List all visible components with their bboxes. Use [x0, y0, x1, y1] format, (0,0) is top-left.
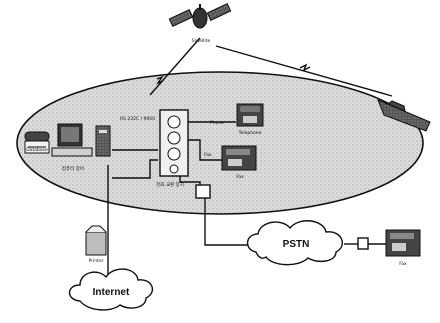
- database-label: Database: [26, 147, 48, 153]
- fax-icon: [221, 145, 257, 171]
- fax-unit-label: Fax: [236, 174, 244, 180]
- exchange-label: 전화 교환 장치: [156, 181, 184, 188]
- satellite-links: [149, 37, 393, 97]
- workstation-label: 컴퓨터 장비: [62, 165, 84, 172]
- internet-label: Internet: [93, 287, 130, 298]
- printer-label: Printer: [89, 258, 104, 264]
- computer-icon: [51, 123, 111, 157]
- modem-label: RS 232C / 9600: [120, 116, 155, 122]
- remote-junction-box-icon: [357, 237, 369, 250]
- junction-box-icon: [195, 184, 211, 199]
- telephone-icon: [236, 103, 264, 127]
- fax-line-label: Fax: [204, 152, 212, 158]
- phone-line-label: Phone: [210, 120, 224, 126]
- remote-fax-icon: [385, 229, 421, 257]
- telephone-label: Telephone: [238, 130, 262, 136]
- pstn-cloud-icon: [246, 220, 344, 266]
- exchange-equipment-icon: [159, 109, 189, 177]
- satellite-icon: [168, 3, 232, 29]
- remote-fax-label: Fax: [399, 261, 407, 267]
- satellite-label: Satellite: [192, 38, 211, 44]
- pstn-label: PSTN: [283, 239, 310, 250]
- ship-icon: [377, 99, 431, 132]
- internet-cloud-icon: [68, 268, 154, 311]
- printer-icon: [85, 225, 107, 256]
- database-icon: [24, 131, 50, 154]
